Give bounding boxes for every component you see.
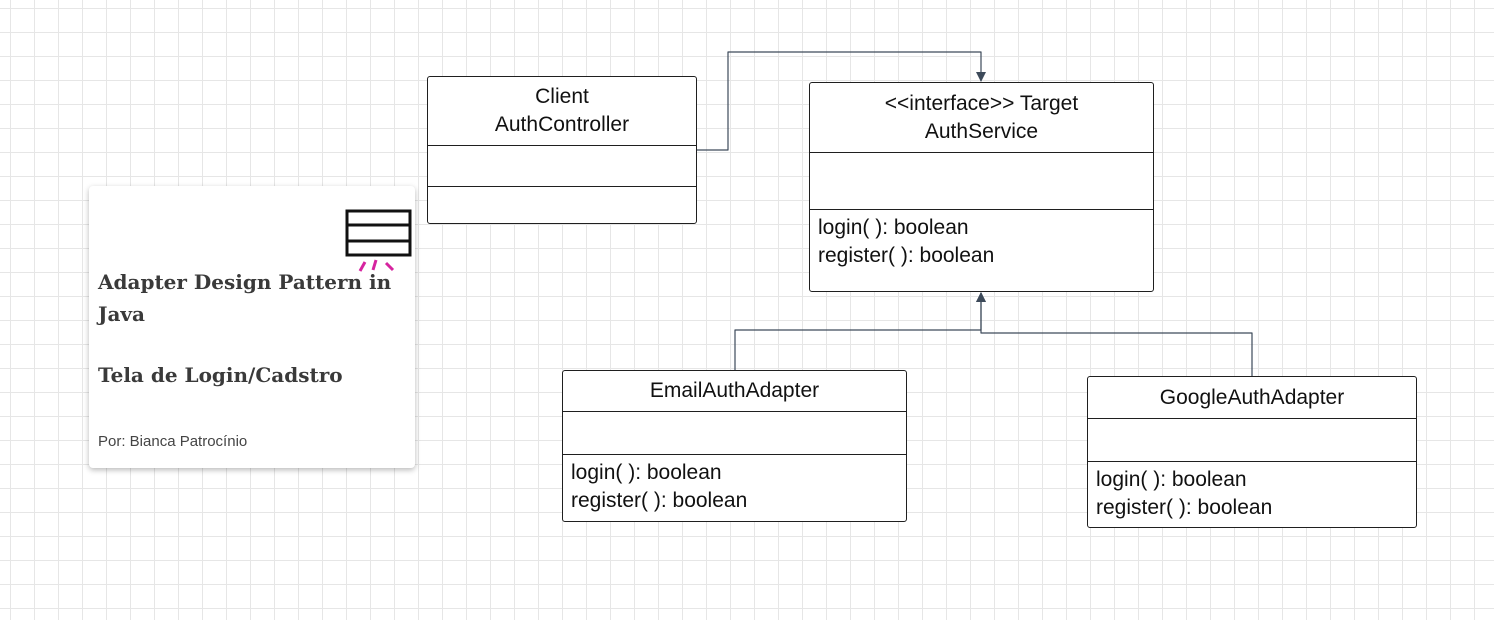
class-name: EmailAuthAdapter: [649, 379, 820, 402]
realization-google-to-target: [976, 292, 1253, 376]
class-name: GoogleAuthAdapter: [1159, 385, 1345, 409]
attributes-compartment: [1088, 419, 1416, 462]
note-author: Por: Bianca Patrocínio: [98, 433, 248, 450]
note-subtitle: Tela de Login/Cadstro: [98, 363, 343, 387]
class-header: Client AuthController: [428, 77, 696, 146]
note-title: Adapter Design Pattern in Java: [98, 270, 392, 326]
methods-compartment: login( ): boolean register( ): boolean: [810, 210, 1153, 291]
title-note-card[interactable]: Adapter Design Pattern in Java Tela de L…: [89, 186, 415, 468]
methods-compartment: [428, 187, 696, 223]
method-register: register( ): boolean: [818, 244, 995, 267]
method-register: register( ): boolean: [571, 489, 748, 512]
attributes-compartment: [563, 412, 906, 455]
methods-compartment: login( ): boolean register( ): boolean: [1088, 462, 1416, 527]
method-login: login( ): boolean: [818, 216, 969, 239]
class-emailauthadapter[interactable]: EmailAuthAdapter login( ): boolean regis…: [562, 370, 907, 522]
attributes-compartment: [428, 146, 696, 187]
class-target-authservice[interactable]: <<interface>> Target AuthService login( …: [809, 82, 1154, 292]
class-name: AuthService: [924, 119, 1039, 143]
method-register: register( ): boolean: [1096, 496, 1273, 519]
method-login: login( ): boolean: [571, 461, 722, 484]
class-name: AuthController: [494, 113, 630, 136]
class-googleauthadapter[interactable]: GoogleAuthAdapter login( ): boolean regi…: [1087, 376, 1417, 528]
class-client-authcontroller[interactable]: Client AuthController: [427, 76, 697, 224]
class-stereotype: Client: [535, 85, 589, 108]
class-header: <<interface>> Target AuthService: [810, 83, 1153, 153]
methods-compartment: login( ): boolean register( ): boolean: [563, 455, 906, 521]
class-stereotype: <<interface>> Target: [884, 91, 1079, 115]
association-client-to-target: [697, 51, 986, 151]
attributes-compartment: [810, 153, 1153, 210]
method-login: login( ): boolean: [1096, 468, 1247, 491]
class-header: GoogleAuthAdapter: [1088, 377, 1416, 419]
class-header: EmailAuthAdapter: [563, 371, 906, 412]
realization-email-to-target: [734, 292, 986, 370]
table-icon: [345, 209, 412, 272]
